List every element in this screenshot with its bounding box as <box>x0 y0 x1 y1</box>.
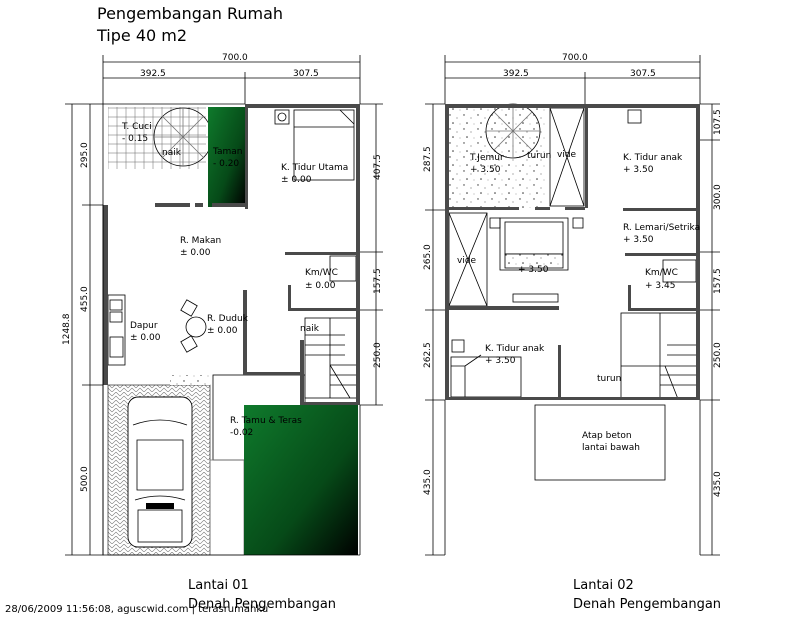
dim-right-c: 250.0 <box>373 342 383 368</box>
label-living-room: R. Duduk <box>207 314 249 324</box>
label-vide-top: vide <box>557 150 577 160</box>
dim-total-width: 700.0 <box>562 53 588 63</box>
car-icon <box>127 396 193 548</box>
dim-right-b: 157.5 <box>373 268 383 294</box>
drying-area-floor <box>449 108 545 208</box>
front-garden <box>244 405 358 555</box>
level-laundry: - 0.15 <box>122 134 148 144</box>
label-concrete-roof-2: lantai bawah <box>582 443 640 453</box>
label-turun-stair: turun <box>597 374 621 384</box>
label-bathroom: Km/WC <box>305 268 338 278</box>
dim-left-c: 500.0 <box>80 466 90 492</box>
label-vide-left: vide <box>457 256 477 266</box>
garden-taman <box>208 107 245 207</box>
dim-right-b: 300.0 <box>713 184 723 210</box>
dining-table-chairs-icon <box>180 299 207 353</box>
floor-1-caption: Lantai 01 <box>188 578 249 593</box>
bed-icon <box>293 109 355 181</box>
dim-left-b: 265.0 <box>423 244 433 270</box>
level-wardrobe-room: + 3.50 <box>623 235 654 245</box>
label-kitchen: Dapur <box>130 321 158 331</box>
kitchen-counter-icon <box>107 294 126 366</box>
level-terrace: -0.02 <box>230 428 253 438</box>
level-bathroom: ± 0.00 <box>305 281 336 291</box>
wardrobe-icon <box>512 293 559 303</box>
dim-left-width: 392.5 <box>503 69 529 79</box>
dim-left-d: 435.0 <box>423 469 433 495</box>
drawing-title: Pengembangan Rumah <box>97 4 284 23</box>
dim-left-a: 295.0 <box>80 142 90 168</box>
dim-left-a: 287.5 <box>423 146 433 172</box>
level-dining-room: ± 0.00 <box>180 248 211 258</box>
level-living-room: ± 0.00 <box>207 326 238 336</box>
dimension-lines <box>65 55 383 556</box>
floor-2-plan-title: Denah Pengembangan <box>573 597 722 612</box>
dim-left-b: 455.0 <box>80 286 90 312</box>
label-terrace: R. Tamu & Teras <box>230 416 302 426</box>
floor-2-plan: 700.0 392.5 307.5 287.5 265.0 262.5 435.… <box>423 53 723 556</box>
walls <box>102 103 361 556</box>
level-child-bedroom-2: + 3.50 <box>485 356 516 366</box>
label-master-bedroom: K. Tidur Utama <box>281 163 348 173</box>
dimension-lines <box>425 55 720 556</box>
dim-right-c: 157.5 <box>713 268 723 294</box>
label-bathroom: Km/WC <box>645 268 678 278</box>
label-naik-stair: naik <box>300 324 320 334</box>
dim-right-d: 250.0 <box>713 342 723 368</box>
staircase-icon <box>304 317 358 399</box>
level-taman: - 0.20 <box>213 159 239 169</box>
level-child-bedroom-1: + 3.50 <box>623 165 654 175</box>
dim-right-width: 307.5 <box>293 69 319 79</box>
label-turun-spiral: turun <box>527 151 551 161</box>
bed-icon <box>450 339 522 398</box>
label-drying-area: T.Jemur <box>469 153 504 163</box>
label-concrete-roof-1: Atap beton <box>582 431 632 441</box>
staircase-icon <box>620 312 698 400</box>
level-kitchen: ± 0.00 <box>130 333 161 343</box>
dim-total-width: 700.0 <box>222 53 248 63</box>
paving-speckled <box>209 459 245 556</box>
label-taman: Taman <box>212 147 243 157</box>
level-drying-area: + 3.50 <box>470 165 501 175</box>
dim-right-a: 407.5 <box>373 154 383 180</box>
label-naik-spiral: naik <box>162 148 182 158</box>
label-child-bedroom-2: K. Tidur anak <box>485 344 545 354</box>
master-bed-icon <box>489 217 584 271</box>
floor-1-plan-title: Denah Pengembangan <box>188 597 337 612</box>
dim-right-width: 307.5 <box>630 69 656 79</box>
label-laundry: T. Cuci <box>121 122 152 132</box>
dim-total-length: 1248.8 <box>62 313 72 345</box>
label-child-bedroom-1: K. Tidur anak <box>623 153 683 163</box>
exhaust-fan-icon <box>274 109 290 125</box>
laundry-tile-floor <box>108 107 206 169</box>
dim-left-c: 262.5 <box>423 342 433 368</box>
concrete-roof-below <box>534 404 666 481</box>
floor-1-plan: 700.0 392.5 307.5 295.0 455.0 500.0 1248… <box>62 53 383 556</box>
exhaust-fan-icon <box>627 109 642 124</box>
label-wardrobe-room: R. Lemari/Setrika <box>623 223 700 233</box>
level-master-bedroom: + 3.50 <box>518 265 549 275</box>
walls <box>445 104 700 400</box>
dim-right-e: 435.0 <box>713 471 723 497</box>
planter <box>170 375 210 385</box>
level-bathroom: + 3.45 <box>645 281 675 291</box>
drawing-subtitle: Tipe 40 m2 <box>97 26 188 45</box>
floor-2-caption: Lantai 02 <box>573 578 634 593</box>
timestamp-watermark: 28/06/2009 11:56:08, aguscwid.com | tera… <box>5 604 269 615</box>
level-master-bedroom: ± 0.00 <box>281 175 312 185</box>
dim-left-width: 392.5 <box>140 69 166 79</box>
label-dining-room: R. Makan <box>180 236 221 246</box>
dim-right-a: 107.5 <box>713 109 723 135</box>
